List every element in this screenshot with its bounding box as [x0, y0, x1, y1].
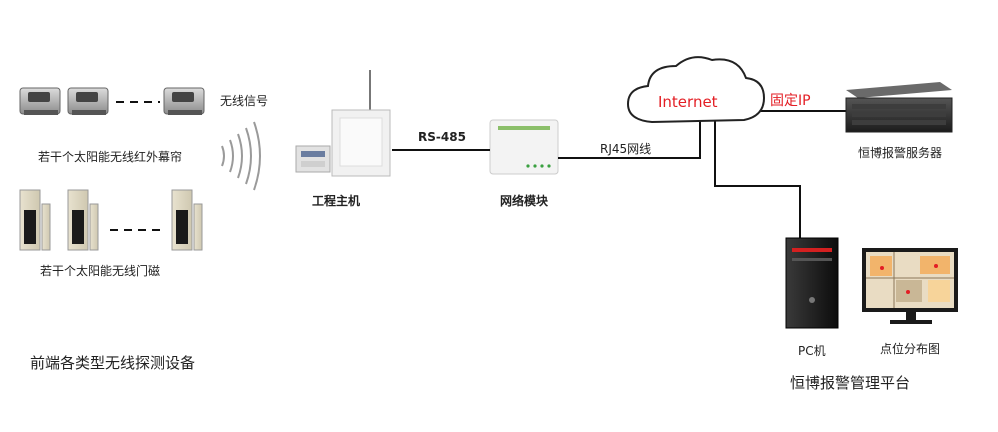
internet-label: Internet — [658, 93, 718, 111]
curtain-sensor-icon — [163, 87, 205, 115]
door-sensors-label: 若干个太阳能无线门磁 — [40, 264, 161, 278]
map-label: 点位分布图 — [880, 342, 941, 356]
monitor-floorplan-icon — [862, 248, 958, 324]
curtain-sensors-label: 若干个太阳能无线红外幕帘 — [38, 150, 183, 164]
wireless-waves-icon — [221, 121, 261, 191]
curtain-sensor-icon — [67, 87, 109, 115]
server-icon — [845, 82, 953, 133]
network-module-label: 网络模块 — [500, 194, 549, 208]
pc-label: PC机 — [798, 344, 826, 358]
pc-tower-icon — [785, 237, 839, 329]
network-module-icon — [489, 119, 559, 175]
door-sensor-icon — [19, 189, 51, 251]
control-host-icon — [295, 70, 391, 177]
door-sensor-icon — [67, 189, 99, 251]
rs485-label: RS-485 — [418, 130, 466, 144]
door-sensor-icon — [171, 189, 203, 251]
platform-title: 恒博报警管理平台 — [790, 374, 911, 392]
rj45-line — [558, 114, 701, 159]
fixed-ip-label: 固定IP — [770, 93, 811, 109]
front-end-title: 前端各类型无线探测设备 — [30, 354, 196, 372]
cloud-icon — [626, 56, 766, 124]
wireless-signal-label: 无线信号 — [220, 94, 269, 108]
host-label: 工程主机 — [312, 194, 361, 208]
rj45-label: RJ45网线 — [600, 142, 652, 156]
server-label: 恒博报警服务器 — [858, 146, 943, 160]
pc-link-line — [714, 120, 801, 240]
curtain-sensor-icon — [19, 87, 61, 115]
